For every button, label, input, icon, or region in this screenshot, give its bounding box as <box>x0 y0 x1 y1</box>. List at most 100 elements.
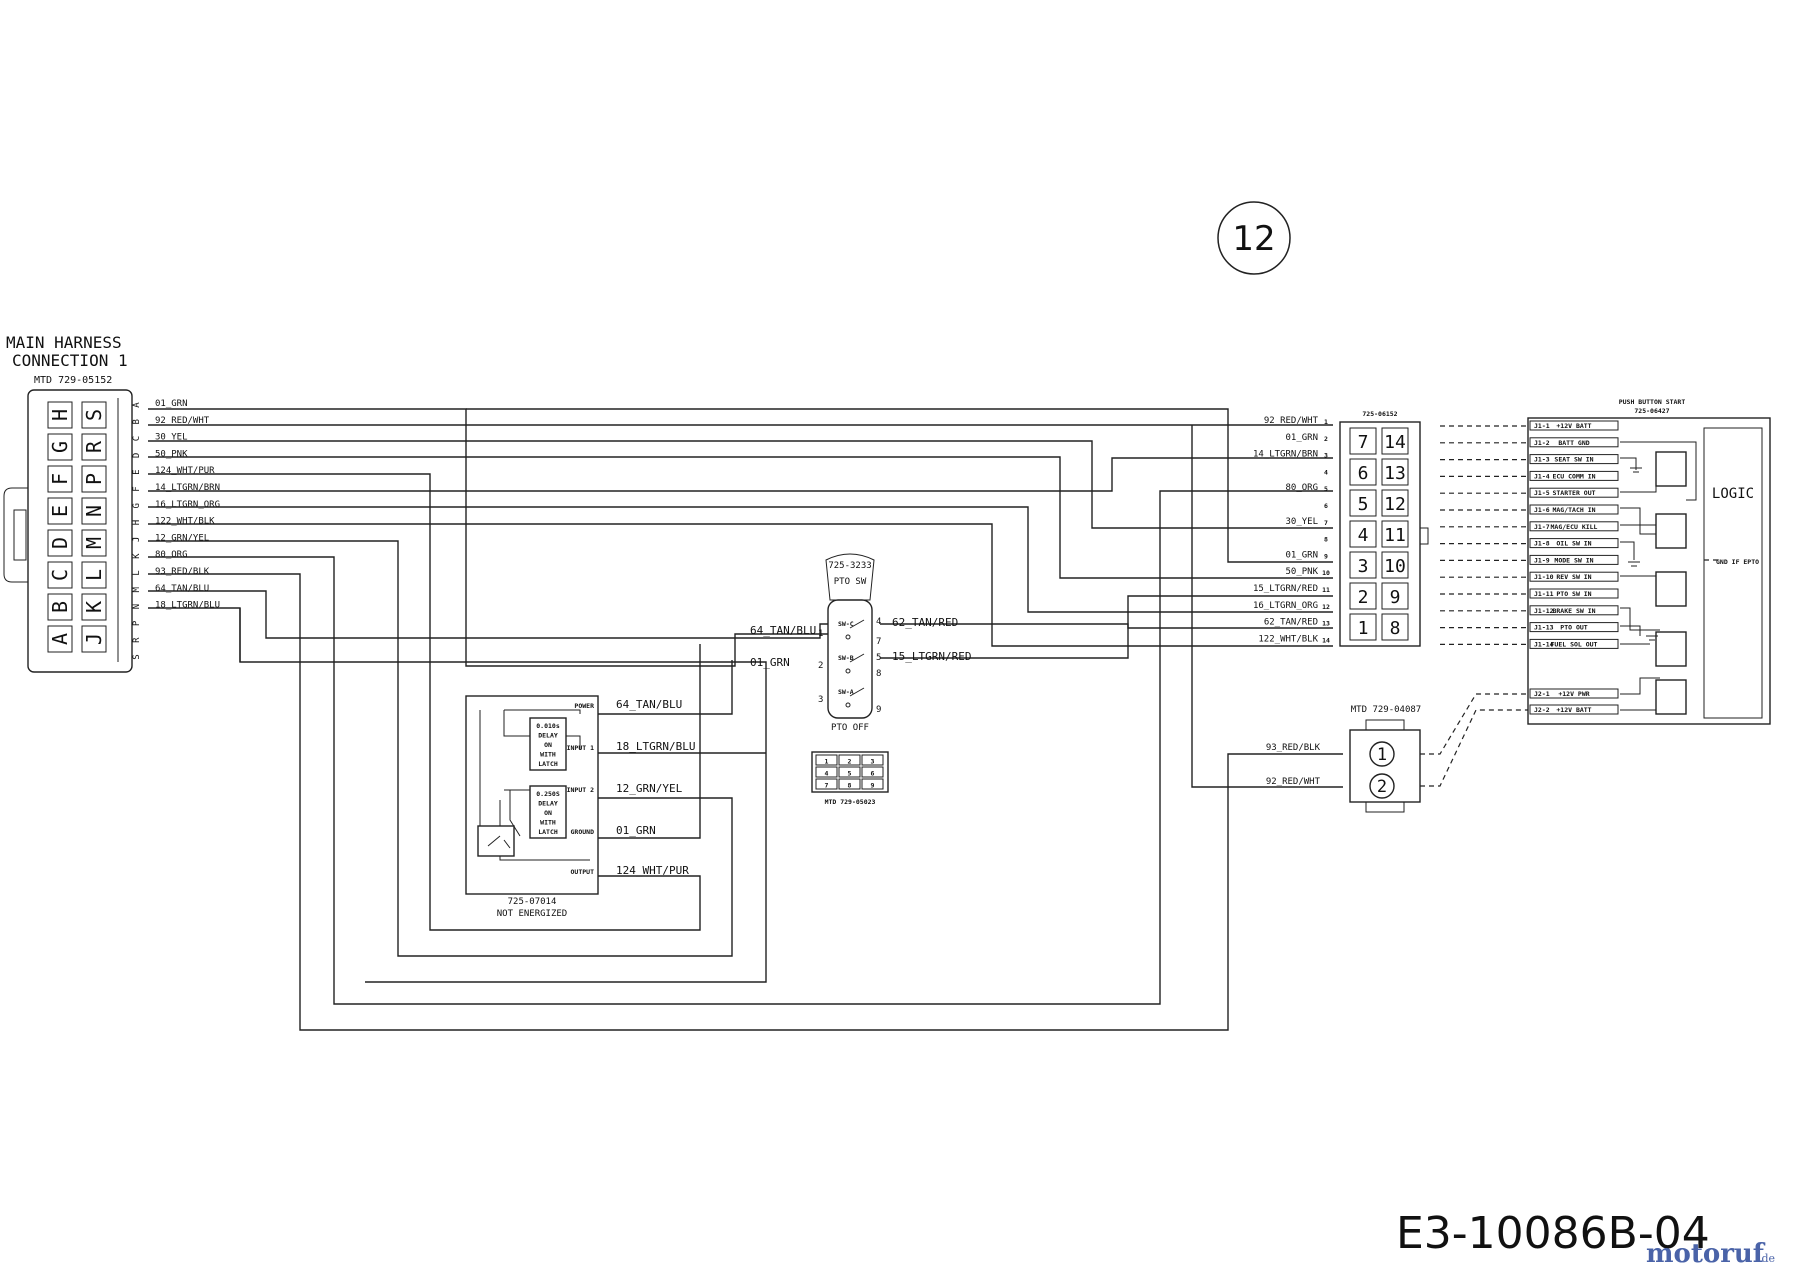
cavity-letter: F <box>48 473 72 485</box>
pin-letter: R <box>132 637 142 643</box>
pbs-pin-box <box>1529 538 1619 549</box>
pto-switch: 725-3233 PTO SW SW-C SW-B SW-A 1 2 3 4 7… <box>750 553 971 733</box>
pto-cell-label: 4 <box>825 770 829 778</box>
pbs-pin-id: J2-2 <box>1534 706 1550 714</box>
pbs-pin-box <box>1529 454 1619 465</box>
connector-14-cavity-label: 6 <box>1358 463 1369 484</box>
pto-wire-15: 15_LTGRN/RED <box>892 650 971 663</box>
mh-wire-label: 01_GRN <box>155 399 188 409</box>
pbs-pin-label: OIL SW IN <box>1556 540 1591 548</box>
cavity <box>81 401 107 429</box>
pin-letter: C <box>132 436 142 441</box>
cavity <box>81 433 107 461</box>
svg-text:4: 4 <box>876 617 881 627</box>
pbs-pin-box <box>1529 638 1619 649</box>
pto-cell <box>861 754 884 766</box>
connector-14-cavity <box>1381 458 1409 486</box>
pto-off-label: PTO OFF <box>831 723 869 733</box>
pin-letter: E <box>132 469 142 474</box>
pbs-pin-id: J1-11 <box>1534 590 1554 598</box>
svg-text:SW-A: SW-A <box>838 688 854 696</box>
pbs-pin-label: BRAKE SW IN <box>1552 607 1595 615</box>
cavity <box>81 593 107 621</box>
pto-cell <box>838 766 861 778</box>
connector-14-pin-number: 5 <box>1324 485 1328 493</box>
pin-letter: S <box>132 654 142 659</box>
cavity-letter: N <box>82 505 106 517</box>
cavity-letter: R <box>82 440 106 453</box>
pbs-pin-box <box>1529 571 1619 582</box>
connector-14-pin-number: 6 <box>1324 502 1328 510</box>
connector-14-pin-number: 1 <box>1324 418 1328 426</box>
cavity-letter: K <box>82 601 106 613</box>
svg-text:2: 2 <box>1377 777 1387 797</box>
pto-cell <box>815 766 838 778</box>
mh-wire-label: 124_WHT/PUR <box>155 466 215 476</box>
svg-text:SW-C: SW-C <box>838 620 854 628</box>
connector-14-cavity-label: 1 <box>1358 618 1369 639</box>
svg-text:124_WHT/PUR: 124_WHT/PUR <box>616 864 689 877</box>
pto-cell-label: 9 <box>871 782 875 790</box>
pbs-title: PUSH BUTTON START <box>1619 398 1686 406</box>
mh-wire-label: 80_ORG <box>155 550 188 560</box>
pbs-pin-box <box>1529 504 1619 515</box>
relay-state: NOT ENERGIZED <box>497 909 567 919</box>
pbs-pin-label: MAG/ECU KILL <box>1551 523 1598 531</box>
part-number: E3-10086B-04 <box>1396 1208 1710 1259</box>
pbs-pin-box <box>1529 521 1619 532</box>
connector-14-cavity-label: 5 <box>1358 494 1369 515</box>
svg-text:3: 3 <box>818 695 823 705</box>
logic-label: LOGIC <box>1712 486 1754 502</box>
connector-14-pin-number: 10 <box>1322 569 1330 577</box>
svg-text:GROUND: GROUND <box>571 828 595 836</box>
pbs-pin-id: J1-9 <box>1534 556 1550 564</box>
cavity-letter: J <box>82 633 106 645</box>
delay-text: WITH <box>540 819 556 827</box>
cavity <box>47 497 73 525</box>
connector-14-cavity <box>1349 458 1377 486</box>
cavity <box>81 625 107 653</box>
delay-text: WITH <box>540 751 556 759</box>
pto-cell <box>815 754 838 766</box>
pto-switch-part: 725-3233 <box>828 561 871 571</box>
pbs-pin-box <box>1529 605 1619 616</box>
pbs-pin-label: STARTER OUT <box>1552 489 1595 497</box>
connector-14-cavity-label: 12 <box>1384 494 1406 515</box>
svg-text:9: 9 <box>876 705 881 715</box>
pin-letter: A <box>132 402 142 408</box>
pbs-pin-id: J1-8 <box>1534 540 1550 548</box>
connector-14-cavity-label: 8 <box>1390 618 1401 639</box>
cavity-letter: H <box>48 409 72 421</box>
pbs-pin-id: J1-7 <box>1534 523 1550 531</box>
connector-14-wire-label: 62_TAN/RED <box>1264 618 1318 628</box>
pto-wire-64: 64_TAN/BLU <box>750 624 816 637</box>
connector-14-cavity-label: 13 <box>1384 463 1406 484</box>
connector-14-wire-label: 01_GRN <box>1285 550 1318 560</box>
pbs-pin-box <box>1529 622 1619 633</box>
pbs-pin-id: J1-10 <box>1534 573 1554 581</box>
connector-2-pin: MTD 729-04087 1 2 93_RED/BLK 92_RED/WHT <box>1266 693 1528 813</box>
pbs-pin-id: J1-3 <box>1534 456 1550 464</box>
mh-wire-label: 122_WHT/BLK <box>155 517 215 527</box>
pto-cell <box>838 778 861 790</box>
pto-cell-label: 3 <box>871 758 875 766</box>
pbs-pin-label: PTO SW IN <box>1556 590 1591 598</box>
pbs-pin-box <box>1529 470 1619 481</box>
svg-text:18_LTGRN/BLU: 18_LTGRN/BLU <box>616 740 695 753</box>
connector-14-wire-label: 01_GRN <box>1285 433 1318 443</box>
connector-14-pin-number: 2 <box>1324 435 1328 443</box>
pto-wire-62: 62_TAN/RED <box>892 616 958 629</box>
connector-14-cavity <box>1381 489 1409 517</box>
main-harness-wire-labels: 01_GRN92_RED/WHT30_YEL50_PNK124_WHT/PUR1… <box>155 399 220 611</box>
delay-text: ON <box>544 809 552 817</box>
delay-text: DELAY <box>538 800 558 808</box>
pin-letter: M <box>132 587 142 593</box>
connector-14-pin-number: 12 <box>1322 603 1330 611</box>
connector-14-pin-number: 3 <box>1324 452 1328 460</box>
